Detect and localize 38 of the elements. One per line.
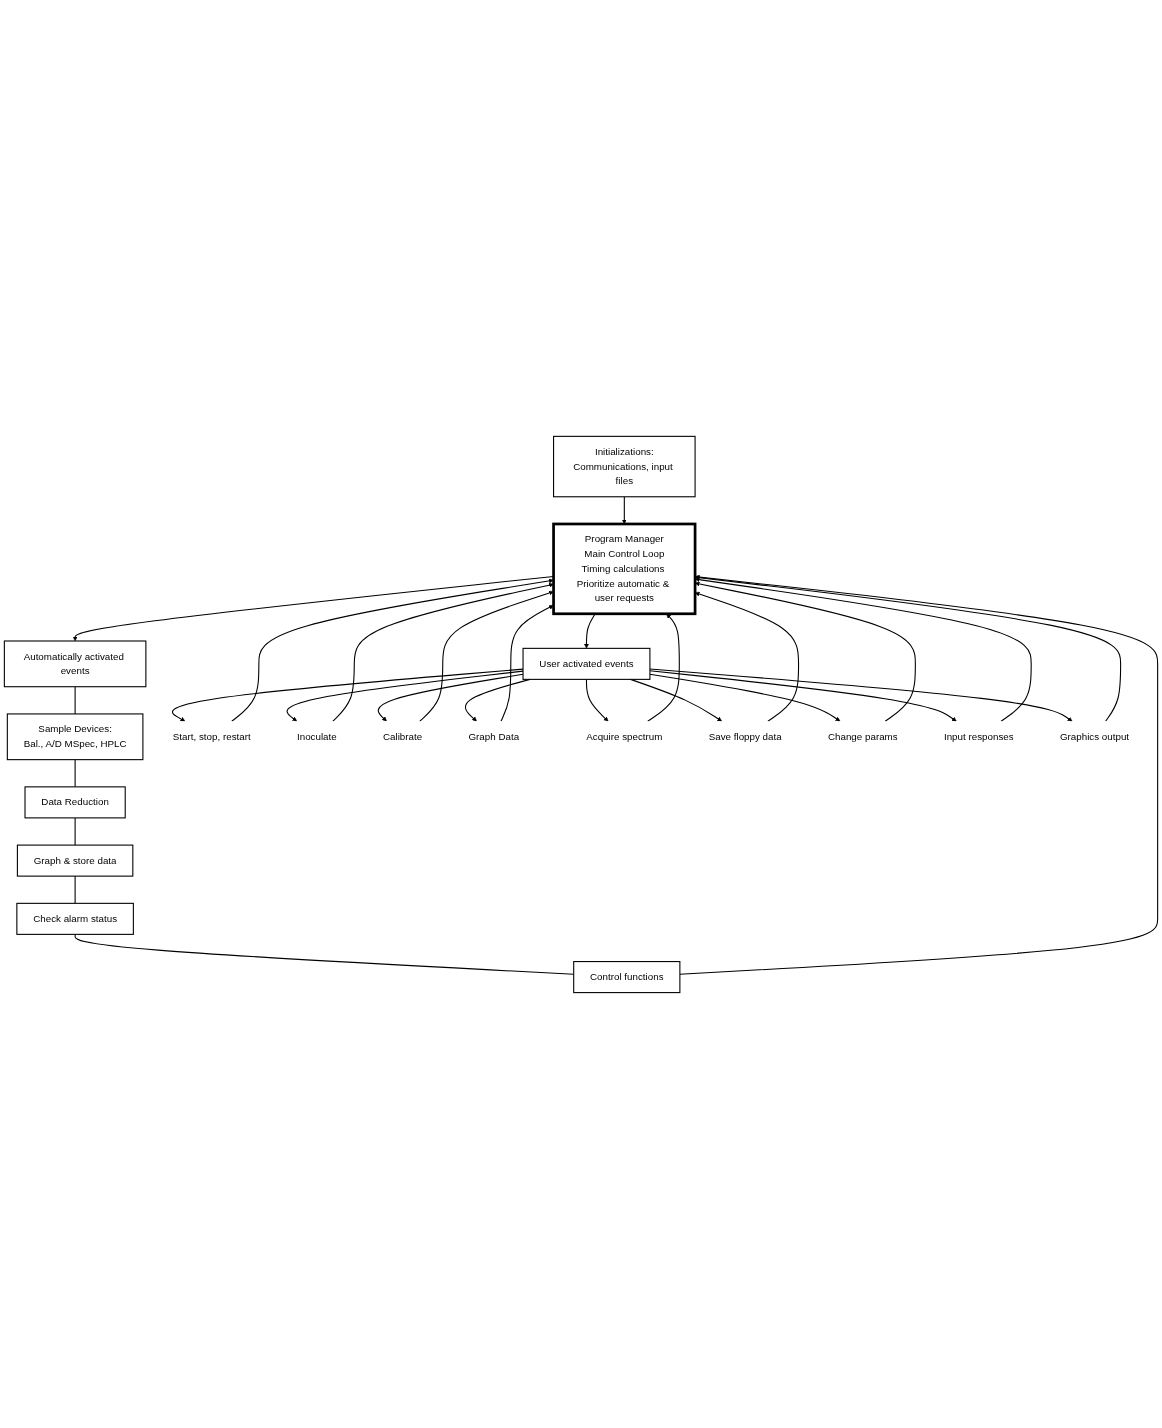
node-text: Graph Data — [468, 730, 520, 742]
node-text: Graphics output — [1059, 730, 1130, 742]
arrow — [649, 667, 1073, 721]
node-text: Change params — [827, 730, 898, 742]
node-text: Acquire spectrum — [586, 730, 663, 742]
node-box: Initializations: Communications, input files — [553, 435, 696, 497]
arrow — [231, 578, 554, 722]
arrow — [649, 669, 957, 721]
arrow — [585, 678, 609, 721]
node-box: User activated events — [522, 647, 651, 680]
node-box: Graph & store data — [16, 844, 134, 877]
arrow — [464, 678, 531, 721]
arrow — [621, 495, 627, 524]
arrow — [286, 670, 524, 721]
arrow — [649, 673, 841, 721]
node-box: Program Manager Main Control Loop Timing calculations Prioritize automatic & user requests — [552, 522, 697, 615]
node-text: Inoculate — [296, 730, 337, 742]
node-box: Automatically activated events — [3, 639, 147, 687]
node-box: Control functions — [573, 960, 681, 993]
connector — [74, 816, 76, 846]
connector — [74, 685, 76, 714]
arrow — [500, 604, 554, 722]
node-box: Sample Devices: Bal., A/D MSpec, HPLC — [6, 712, 144, 760]
node-text: Save floppy data — [708, 730, 782, 742]
node-text: Start, stop, restart — [172, 730, 251, 742]
node-text: Input responses — [943, 730, 1014, 742]
node-text: Calibrate — [382, 730, 423, 742]
arrow — [332, 582, 554, 722]
connector — [74, 758, 76, 787]
arrow — [647, 613, 680, 722]
node-box: Data Reduction — [24, 785, 126, 818]
arrow — [630, 678, 722, 721]
connector — [74, 875, 76, 904]
node-box: Check alarm status — [16, 902, 134, 935]
arrow — [172, 668, 524, 721]
arrow — [419, 590, 554, 722]
arrow — [679, 574, 1159, 975]
arrow — [377, 673, 524, 721]
